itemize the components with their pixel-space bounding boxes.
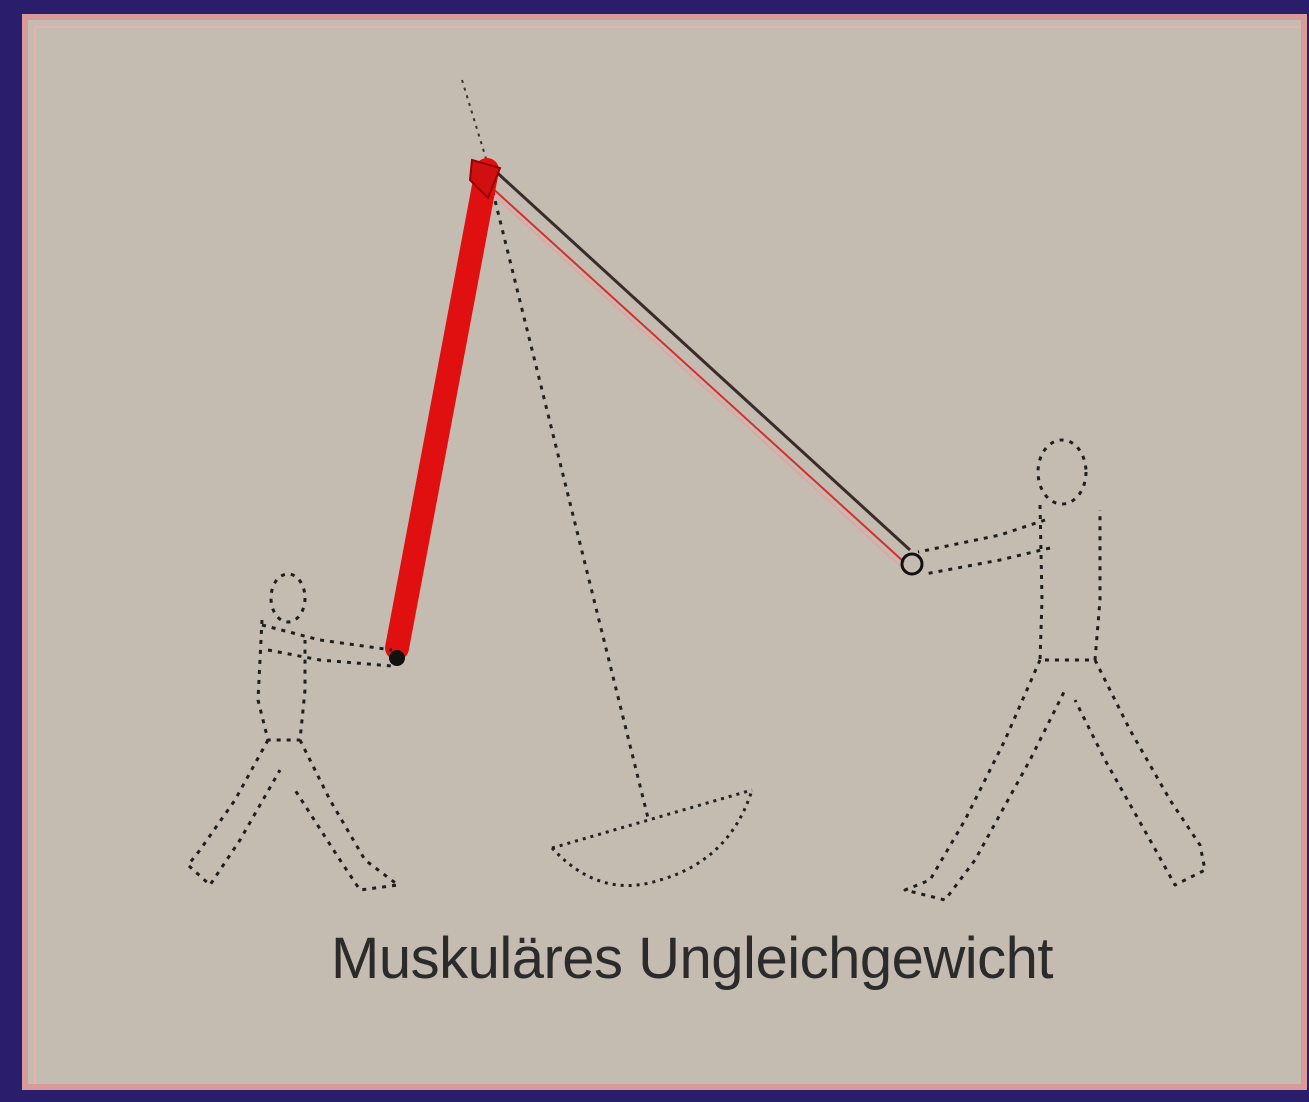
caption-text: Muskuläres Ungleichgewicht <box>331 926 1053 991</box>
right-figure-icon <box>905 440 1205 900</box>
right-grip <box>902 554 922 574</box>
left-grip <box>389 650 405 666</box>
caption: Muskuläres Ungleichgewicht <box>0 925 1309 992</box>
plumb-line <box>488 172 648 818</box>
long-rope-dark <box>492 168 910 550</box>
long-rope-highlight <box>488 190 900 566</box>
reference-line <box>462 80 488 165</box>
left-figure-icon <box>188 574 398 890</box>
short-rope <box>397 170 487 648</box>
plumb-weight-icon <box>552 790 752 886</box>
long-rope-red <box>490 186 904 562</box>
